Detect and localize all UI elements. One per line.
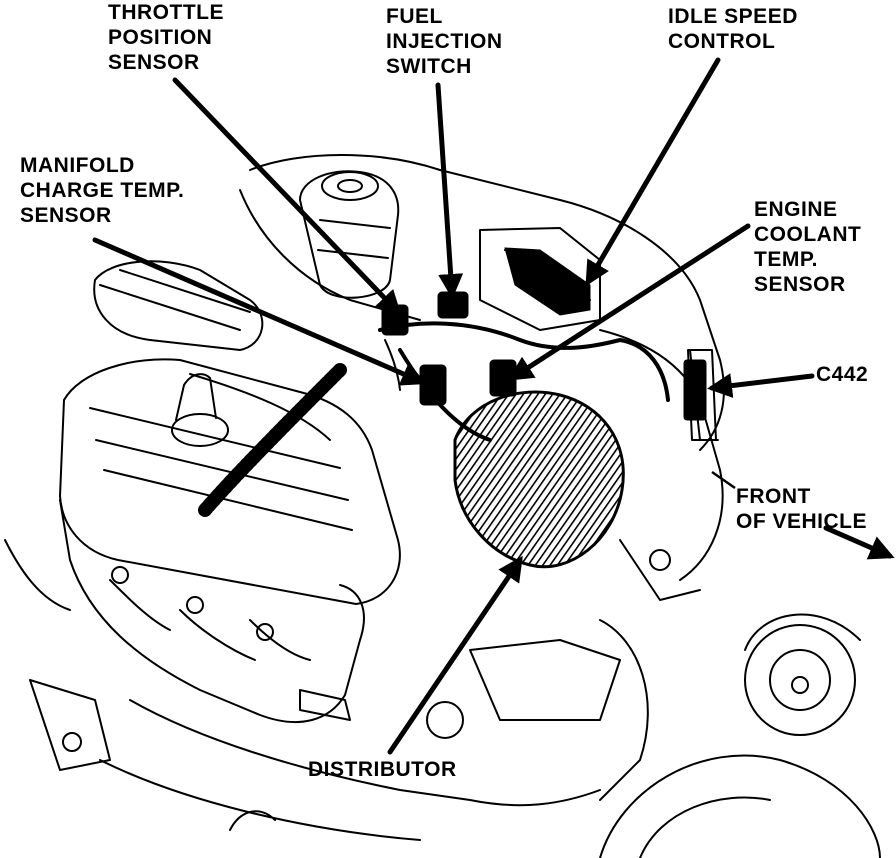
label-line: TEMP. — [754, 248, 818, 271]
label-line: SENSOR — [108, 51, 200, 74]
label-line: SENSOR — [754, 273, 846, 296]
throttle-body — [299, 170, 400, 299]
idle-speed-control-motor — [504, 247, 591, 316]
engine-coolant-temp-leader — [507, 223, 751, 381]
label-line: SENSOR — [20, 204, 112, 227]
label-idle-speed-control: IDLE SPEED CONTROL — [668, 4, 798, 54]
label-line: THROTTLE — [108, 1, 224, 24]
front-of-vehicle-arrow — [823, 525, 895, 560]
label-distributor: DISTRIBUTOR — [308, 757, 457, 782]
label-line: MANIFOLD — [20, 154, 135, 177]
front-of-vehicle-leader — [711, 470, 736, 490]
label-front-of-vehicle: FRONT OF VEHICLE — [736, 484, 867, 534]
fuel-injection-switch-leader — [435, 82, 464, 299]
label-line: COOLANT — [754, 223, 862, 246]
corrugated-hose — [198, 363, 347, 517]
label-line: INJECTION — [386, 30, 503, 53]
label-manifold-charge-temp-sensor: MANIFOLD CHARGE TEMP. SENSOR — [20, 153, 184, 228]
label-throttle-position-sensor: THROTTLE POSITION SENSOR — [108, 0, 224, 75]
label-line: IDLE SPEED — [668, 5, 798, 28]
manifold-charge-temp-sensor-body — [419, 364, 447, 406]
manifold-charge-temp-leader — [92, 237, 427, 386]
label-engine-coolant-temp-sensor: ENGINE COOLANT TEMP. SENSOR — [754, 197, 861, 297]
oil-filler-cap — [171, 413, 229, 447]
label-line: ENGINE — [754, 198, 838, 221]
distributor-leader — [387, 555, 523, 755]
idle-speed-control-leader — [585, 57, 721, 287]
label-line: DISTRIBUTOR — [308, 758, 457, 781]
label-line: FUEL — [386, 5, 443, 28]
engine-block — [129, 699, 601, 807]
crank-pulley — [599, 754, 881, 858]
label-line: SWITCH — [386, 55, 472, 78]
label-c442: C442 — [816, 362, 868, 387]
label-line: C442 — [816, 363, 869, 386]
c442-leader — [707, 373, 815, 399]
label-fuel-injection-switch: FUEL INJECTION SWITCH — [386, 4, 503, 79]
distributor-cap — [453, 390, 625, 569]
label-line: FRONT — [736, 485, 811, 508]
label-line: CHARGE TEMP. — [20, 179, 185, 202]
throttle-position-leader — [172, 77, 402, 316]
left-valve-cover — [59, 358, 401, 605]
c442-connector-body — [683, 359, 707, 421]
label-line: OF VEHICLE — [736, 510, 868, 533]
label-line: POSITION — [108, 26, 213, 49]
exhaust-manifold — [59, 499, 365, 723]
water-pump-pulley — [744, 624, 856, 736]
label-line: CONTROL — [668, 30, 776, 53]
